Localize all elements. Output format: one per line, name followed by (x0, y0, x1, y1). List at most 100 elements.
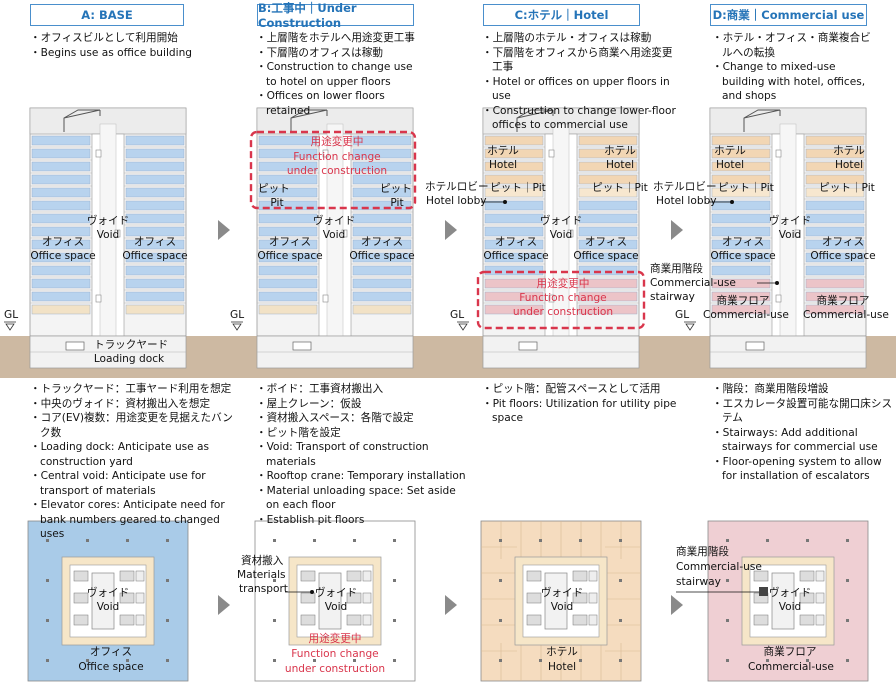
plan-stairway-label-en: stairway (676, 576, 721, 588)
column-dot (766, 659, 769, 662)
conversion-label-jp: 用途変更中 (536, 278, 590, 290)
elevator-cell (300, 614, 316, 626)
elevator-cell (119, 570, 135, 582)
floor-slab-right (805, 174, 865, 185)
column-dot (579, 539, 582, 542)
elevator-cell (526, 570, 542, 582)
elevator-cell (73, 570, 89, 582)
elevator-cell (815, 614, 825, 626)
elevator-mark (567, 229, 574, 238)
elevator-cell (753, 570, 769, 582)
column-dot (46, 619, 49, 622)
floor-slab-right (578, 213, 638, 224)
crane-icon (290, 109, 328, 132)
truck-icon (518, 341, 538, 351)
column-dot (126, 659, 129, 662)
floor-slab-right (125, 161, 185, 172)
conversion-label-en: under construction (512, 306, 614, 318)
column-dot (166, 619, 169, 622)
floor-slab-left (484, 226, 544, 237)
plan-2 (480, 520, 642, 682)
column-dot (619, 539, 622, 542)
column-dot (393, 659, 396, 662)
gl-label: GL (450, 309, 465, 321)
list-item: ・ボイド：工事資材搬出入 (256, 383, 384, 395)
column-dot (539, 539, 542, 542)
office-label-jp: オフィス (133, 236, 177, 248)
list-item: ・Stairways: Add additional stairways for… (712, 426, 878, 454)
floor-slab-left (31, 239, 91, 250)
plan-void-label-jp: ヴォイド (314, 587, 358, 599)
floor-slab-right (805, 239, 865, 250)
void-label-en: Void (778, 229, 802, 241)
elevator-cell (300, 592, 316, 604)
next-stage-arrow-icon (218, 220, 230, 240)
elevator-mark (794, 229, 801, 238)
floor-slab-right (125, 174, 185, 185)
next-stage-arrow-icon (671, 595, 683, 615)
office-label-en: Office space (573, 250, 639, 262)
crane-icon (516, 109, 554, 132)
top-list-commercial: ・ホテル・オフィス・商業複合ビルへの転換 ・Change to mixed-us… (712, 31, 872, 104)
list-item: ・Pit floors: Utilization for utility pip… (482, 397, 677, 425)
hotel-lobby-label-en: Hotel lobby (656, 195, 717, 207)
floor-slab-right (578, 187, 638, 198)
floor-slab-left (258, 265, 318, 276)
floor-slab-right (125, 252, 185, 263)
column-dot (726, 619, 729, 622)
floor-slab-right (805, 278, 865, 289)
column-dot (126, 539, 129, 542)
floor-slab-right (805, 265, 865, 276)
floor-slab-left (484, 291, 544, 302)
floor-slab-right (805, 226, 865, 237)
elevator-mark (322, 149, 329, 158)
list-item: ・ホテル・オフィス・商業複合ビルへの転換 (712, 32, 871, 59)
floor-slab-left (31, 213, 91, 224)
floor-slab-left (258, 135, 318, 146)
next-stage-arrow-icon (445, 595, 457, 615)
floor-slab-right (805, 135, 865, 146)
building-section-0 (4, 107, 187, 369)
column-header-construction: B:工事中｜Under Construction (257, 1, 414, 30)
column-dot (313, 539, 316, 542)
floor-slab-right (578, 200, 638, 211)
column-dot (806, 659, 809, 662)
column-dot (726, 579, 729, 582)
floor-slab-right (125, 291, 185, 302)
floor-slab-right (352, 135, 412, 146)
floor-slab-right (125, 148, 185, 159)
column-dot (846, 659, 849, 662)
elevator-cell (119, 614, 135, 626)
floor-slab-right (352, 252, 412, 263)
floor-slab-left (711, 265, 771, 276)
truck-icon (292, 341, 312, 351)
list-item: ・Offices on lower floors retained (256, 90, 385, 117)
plan-void-label-en: Void (550, 601, 574, 613)
plan-materials-label-en: transport (239, 583, 288, 595)
hotel-label-en: Hotel (605, 159, 635, 171)
floor-slab-left (258, 239, 318, 250)
list-item: ・Floor-opening system to allow for insta… (712, 455, 882, 483)
floor-slab-left (31, 187, 91, 198)
stairway-plan-marker (759, 587, 768, 596)
column-dot (166, 539, 169, 542)
floor-slab-right (125, 278, 185, 289)
list-item: ・Material unloading space: Set aside on … (256, 484, 456, 512)
floor-slab-left (711, 226, 771, 237)
gl-marker-icon (5, 323, 15, 331)
floor-slab-right (352, 265, 412, 276)
floor-slab-right (578, 135, 638, 146)
column-dot (393, 619, 396, 622)
list-item: ・オフィスビルとして利用開始 (30, 32, 178, 44)
plan-void-label-en: Void (324, 601, 348, 613)
floor-slab-right (125, 239, 185, 250)
top-list-base: ・オフィスビルとして利用開始 ・Begins use as office bui… (30, 31, 210, 60)
list-item: ・Establish pit floors (256, 513, 365, 526)
void-opening (544, 572, 568, 630)
void-opening (771, 572, 795, 630)
column-dot (273, 579, 276, 582)
floor-slab-right (352, 187, 412, 198)
plan-materials-label-jp: 資材搬入 (241, 555, 284, 567)
column-dot (166, 659, 169, 662)
column-dot (579, 659, 582, 662)
